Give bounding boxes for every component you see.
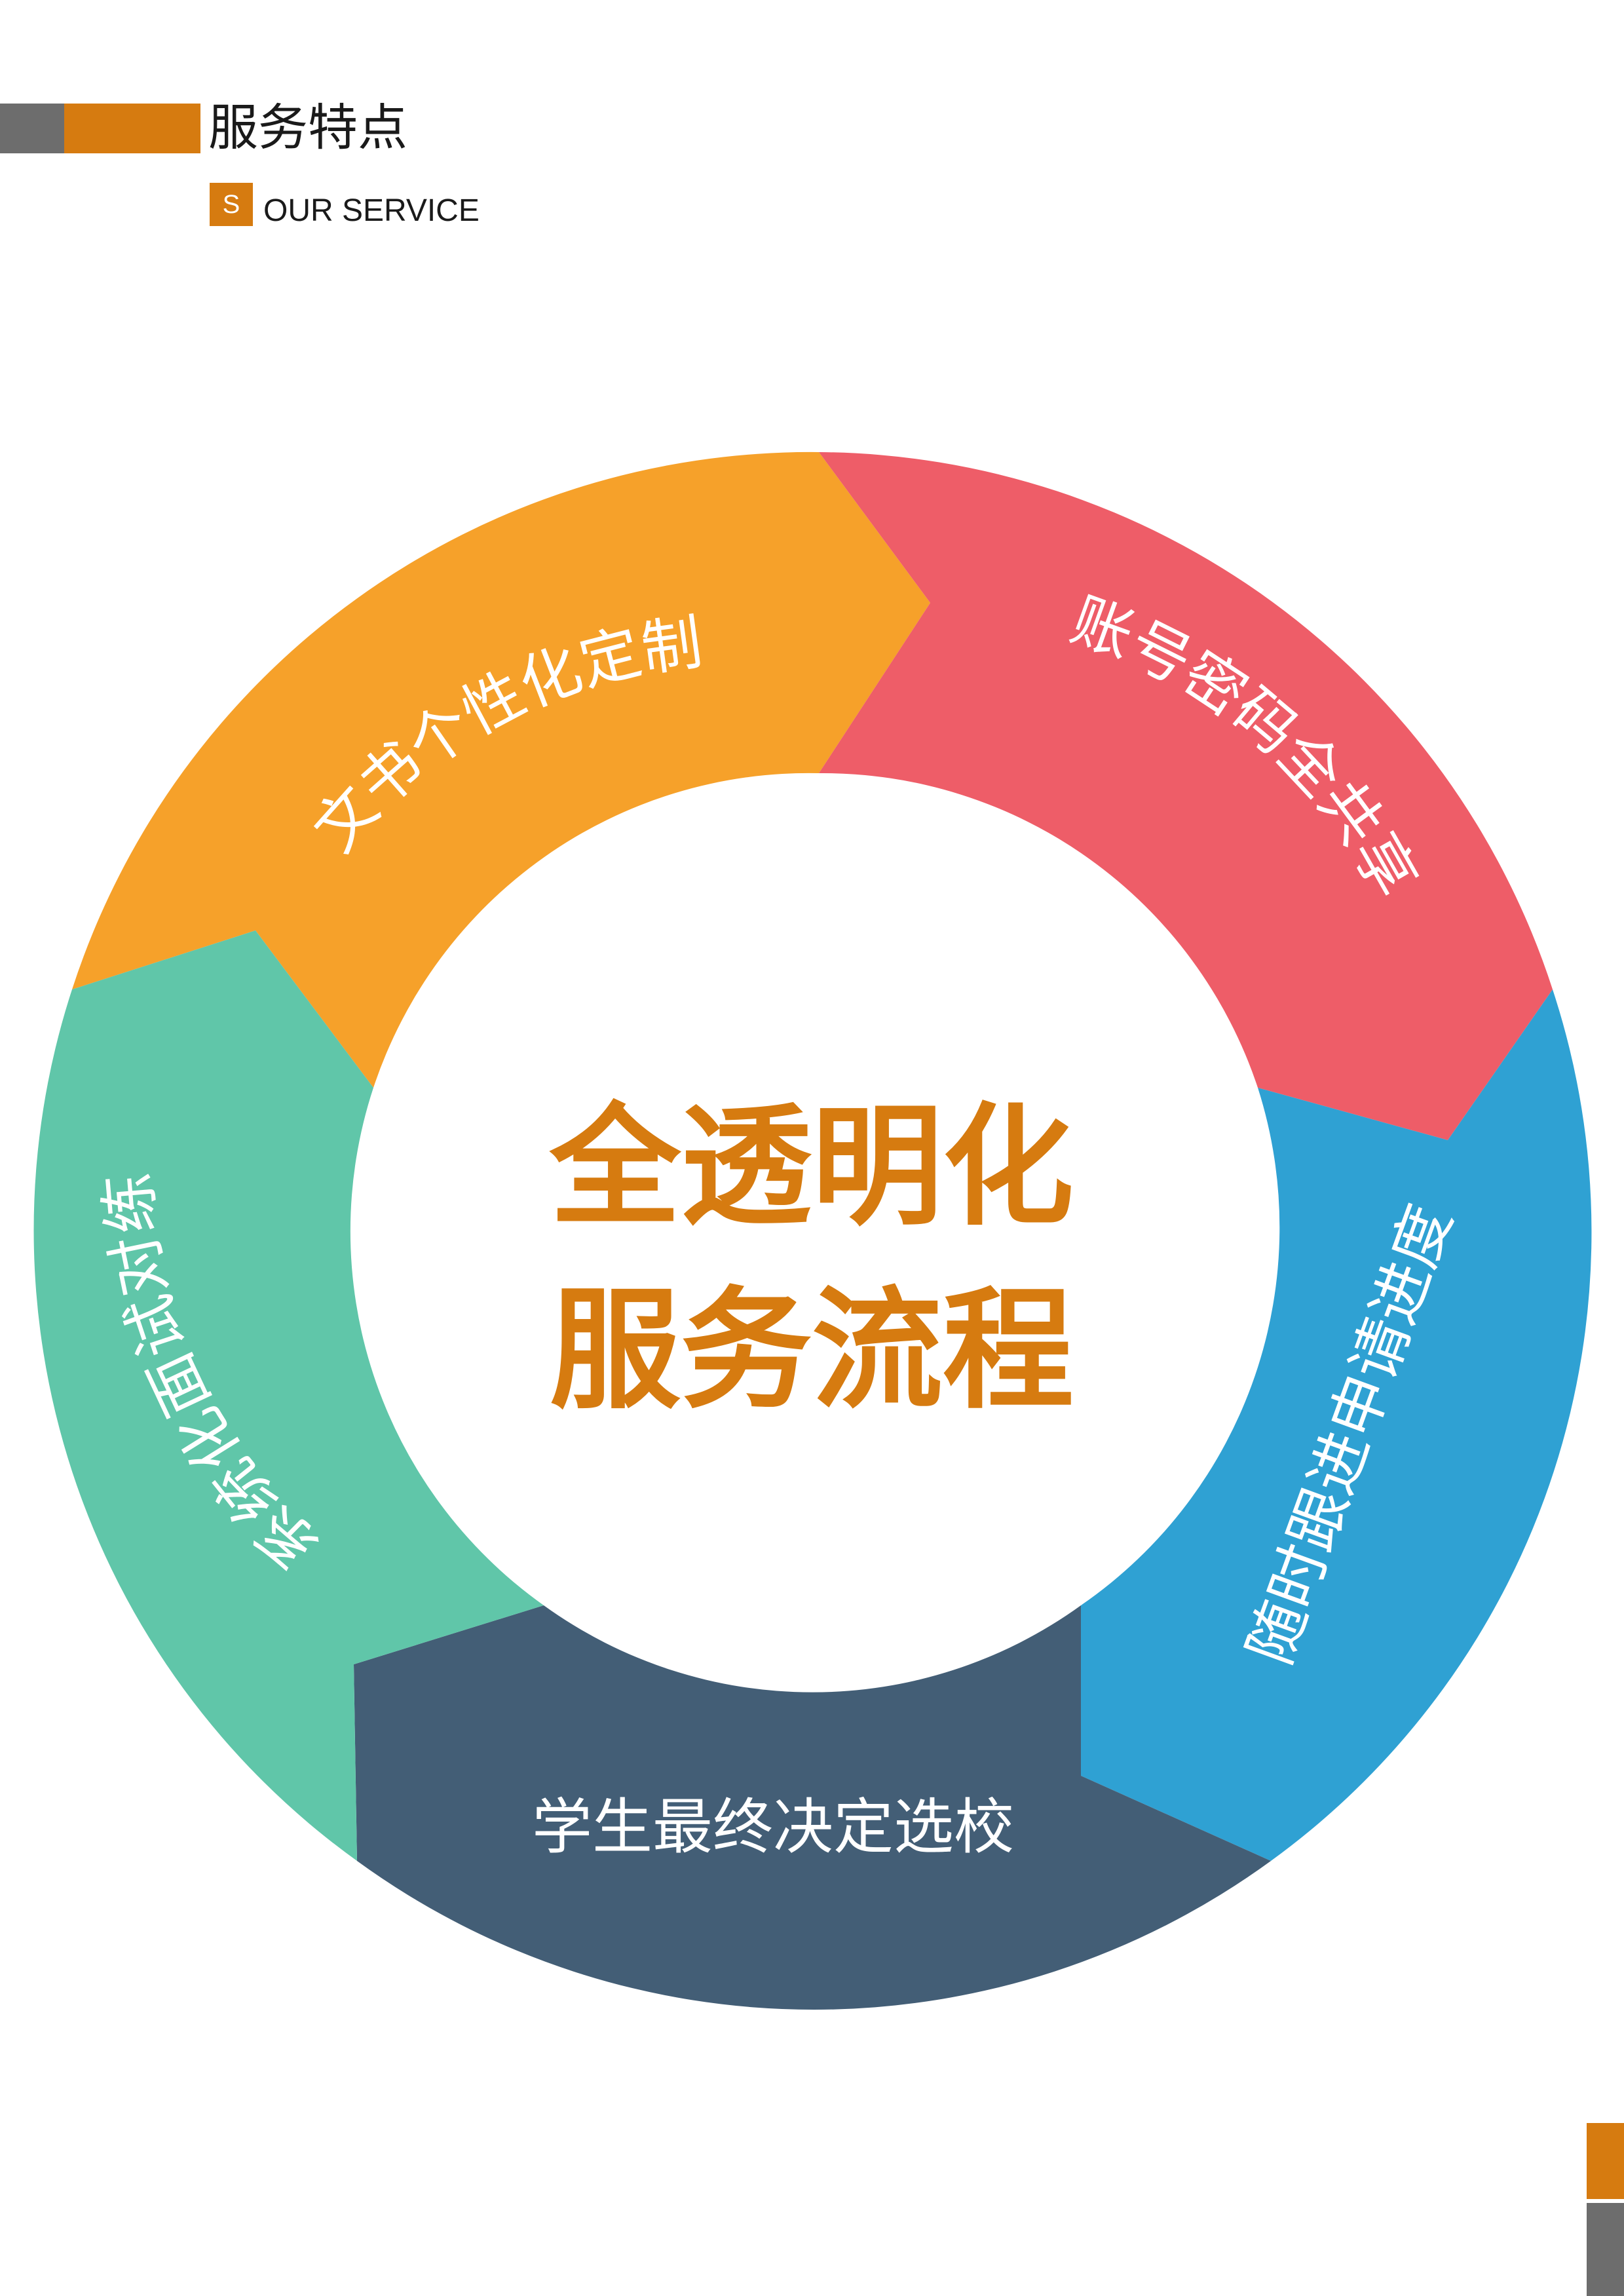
segment-interview-practice (33, 930, 544, 1861)
center-title-line1: 全透明化 (549, 1091, 1074, 1244)
segment-document-customization (72, 451, 930, 1088)
segment-final-school-choice (354, 1605, 1271, 2010)
segment-label-school-choice: 学生最终决定选校 (532, 1792, 1014, 1862)
page-title: 服务特点 (208, 98, 407, 157)
segment-account-sharing (819, 452, 1553, 1140)
header-orange-bar (64, 104, 200, 153)
page-subtitle: OUR SERVICE (263, 193, 480, 228)
corner-gray-bar (1587, 2203, 1624, 2296)
segment-application-tracking (1081, 989, 1592, 1861)
corner-orange-bar (1587, 2123, 1624, 2199)
subtitle-badge: S (210, 183, 253, 226)
center-circle (353, 773, 1270, 1691)
header-gray-bar (0, 104, 64, 153)
center-title-line2: 服务流程 (550, 1274, 1074, 1427)
